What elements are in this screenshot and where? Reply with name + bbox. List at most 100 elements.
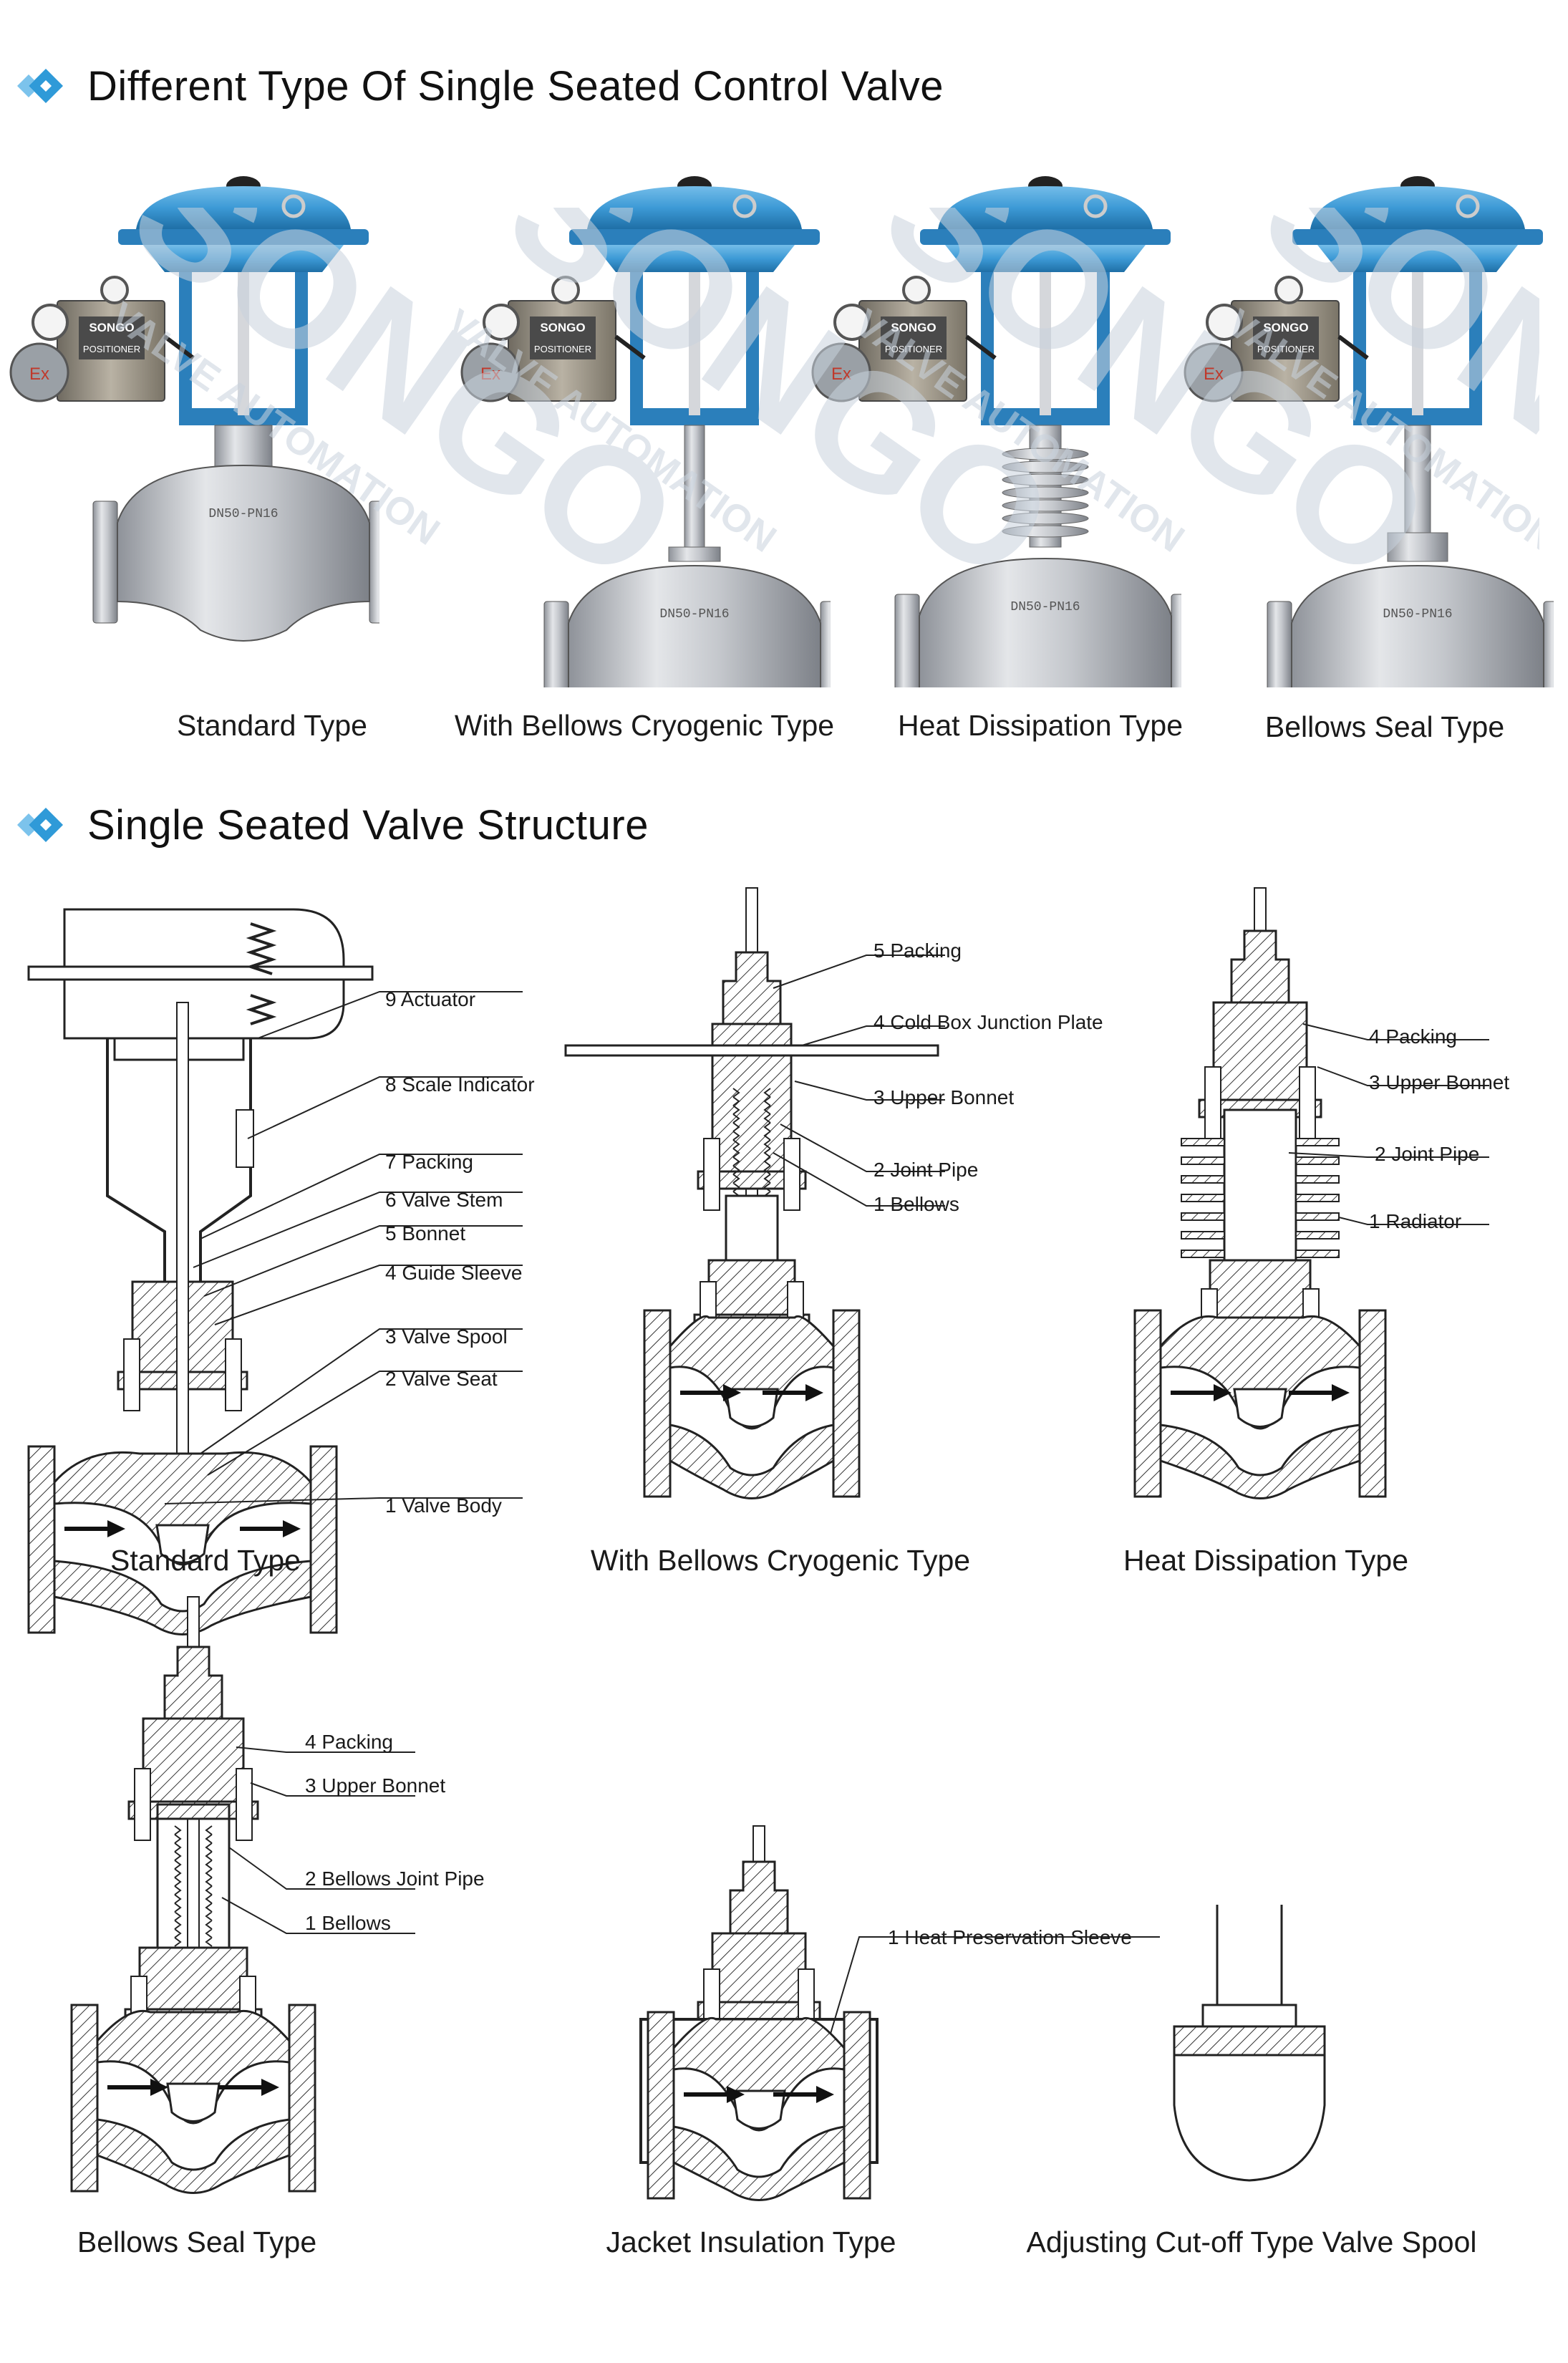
spool-plug [1173, 2054, 1326, 2182]
valve-body-section [1133, 1309, 1387, 1499]
yoke-right-leg [1097, 272, 1110, 422]
leader-line [200, 1328, 523, 1454]
leader-line [257, 991, 523, 1039]
radiator-fin [1002, 473, 1089, 486]
feedback-arm [965, 334, 997, 360]
diagram-caption-spool: Adjusting Cut-off Type Valve Spool [1026, 2226, 1477, 2258]
radiator-fin [1181, 1156, 1225, 1165]
body-marking-text: DN50-PN16 [208, 507, 278, 521]
ex-mark-text: Ex [831, 364, 851, 384]
flange-right [288, 2004, 316, 2193]
positioner-brand-text: SONGO [540, 321, 585, 334]
leader-line [164, 1497, 523, 1504]
radiator-fin [1295, 1156, 1340, 1165]
leader-line [250, 1782, 415, 1797]
bonnet-section [1212, 1001, 1308, 1118]
diagram-caption-cryogenic: With Bellows Cryogenic Type [590, 1544, 971, 1577]
positioner-brand-text: SONGO [89, 321, 134, 334]
flange-right [309, 1445, 338, 1634]
lifting-eye [1083, 194, 1108, 218]
ex-junction-cover [1184, 342, 1244, 402]
actuator-dome [587, 186, 802, 229]
yoke-left-leg [179, 272, 192, 422]
arrow-right-icon [107, 1520, 125, 1537]
pressure-gauge-icon [483, 304, 520, 341]
arrow-right-icon [723, 1384, 741, 1401]
diagram-caption-standard: Standard Type [110, 1544, 301, 1577]
drawing [1133, 887, 1489, 1499]
part-label: 3 Upper Bonnet [305, 1774, 446, 1797]
outlet-flange [1543, 601, 1568, 724]
inlet-flange [894, 594, 920, 717]
leader-line [1302, 1023, 1489, 1040]
lifting-eye [1456, 194, 1480, 218]
diaphragm-flange [27, 965, 374, 981]
pressure-gauge-icon [32, 304, 69, 341]
valve-plug [166, 2082, 221, 2122]
flange-left [647, 2011, 675, 2200]
valve-stem [1412, 272, 1423, 415]
arrow-right-icon [283, 1520, 301, 1537]
positioner-brand-text: SONGO [891, 321, 936, 334]
positioner-nameplate [1253, 316, 1319, 359]
spring [246, 994, 277, 1025]
actuator-flange [569, 229, 820, 245]
leader-line [773, 1152, 945, 1207]
radiator-fin [1181, 1231, 1225, 1240]
diamond-bullet-icon [17, 808, 63, 842]
positioner-label-text: POSITIONER [885, 344, 942, 354]
actuator-flange [1292, 229, 1543, 245]
leader-line [801, 1025, 945, 1046]
valve-plug [732, 2089, 786, 2130]
arrow-right-icon [805, 1384, 823, 1401]
valve-body-section [70, 2004, 316, 2194]
ex-junction-cover [9, 342, 69, 402]
actuator-lower-case [594, 245, 795, 272]
radiator-fin [1002, 448, 1089, 460]
ex-mark-text: Ex [1204, 364, 1224, 384]
diagram-spool [1160, 1905, 1346, 2191]
ex-junction-cover [460, 342, 521, 402]
part-label: 4 Guide Sleeve [385, 1262, 523, 1284]
positioner-label-text: POSITIONER [534, 344, 591, 354]
feedback-arm [614, 334, 646, 360]
scale-indicator [236, 1109, 254, 1168]
leader-line [1317, 1066, 1489, 1086]
valve-plug [155, 1524, 210, 1564]
packing-gland [1230, 929, 1290, 1004]
part-label: 9 Actuator [385, 988, 476, 1010]
diagram-bellows-seal [43, 1590, 487, 2205]
stud-bolt [123, 1338, 140, 1411]
leader-line [221, 1897, 415, 1934]
arrow-right-icon [1214, 1384, 1231, 1401]
photo-caption-heat: Heat Dissipation Type [897, 709, 1184, 742]
valve-plug [725, 1388, 779, 1428]
section-header-types: Different Type Of Single Seated Control … [13, 57, 944, 115]
part-label: 3 Upper Bonnet [873, 1086, 1015, 1108]
inlet-flange [543, 601, 569, 724]
pressure-gauge-icon [1206, 304, 1243, 341]
actuator-flange [118, 229, 369, 245]
feedback-arm [163, 334, 195, 360]
part-label: 1 Radiator [1369, 1210, 1462, 1232]
photo-caption-standard: Standard Type [177, 709, 367, 742]
spool-seat-ring [1173, 2025, 1326, 2057]
pressure-gauge-icon [551, 276, 580, 304]
bonnet [214, 425, 273, 469]
diagram-caption-heat: Heat Dissipation Type [1123, 1544, 1409, 1577]
radiator-fin [1181, 1212, 1225, 1221]
positioner-label-text: POSITIONER [83, 344, 140, 354]
outlet-flange [1171, 594, 1196, 717]
actuator-lower-case [143, 245, 344, 272]
part-label: 4 Packing [1369, 1025, 1457, 1048]
valve-body-section [647, 2011, 871, 2201]
diagram-cryogenic [558, 881, 945, 1504]
radiator-fin [1181, 1175, 1225, 1184]
arrow-right-icon [261, 2079, 279, 2096]
actuator-flange [920, 229, 1171, 245]
leader-line [236, 1746, 415, 1753]
positioner-label-text: POSITIONER [1257, 344, 1315, 354]
